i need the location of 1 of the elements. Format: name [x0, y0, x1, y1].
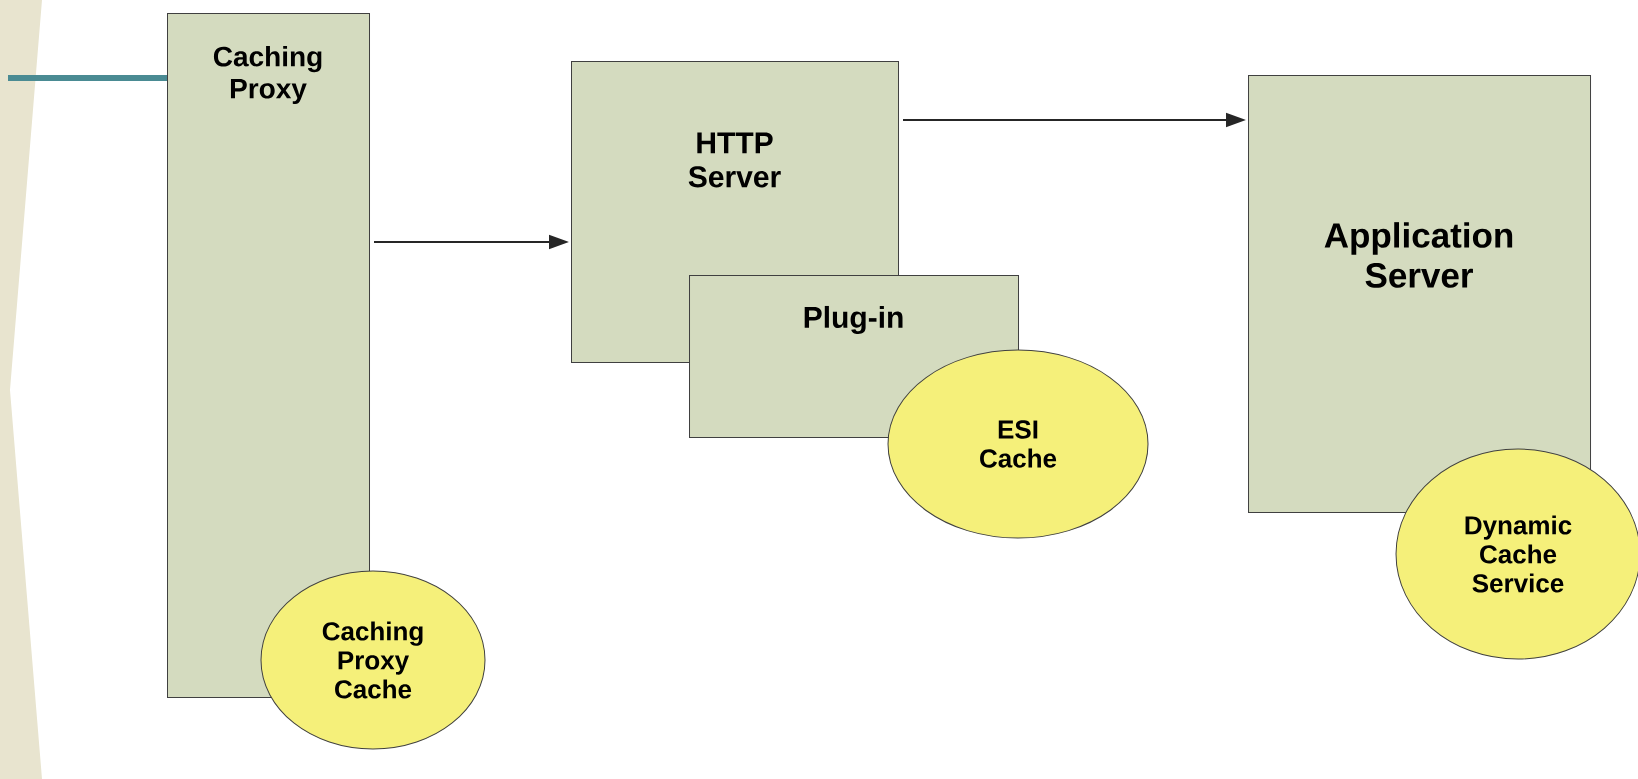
component-box: Application Server	[1248, 75, 1591, 513]
